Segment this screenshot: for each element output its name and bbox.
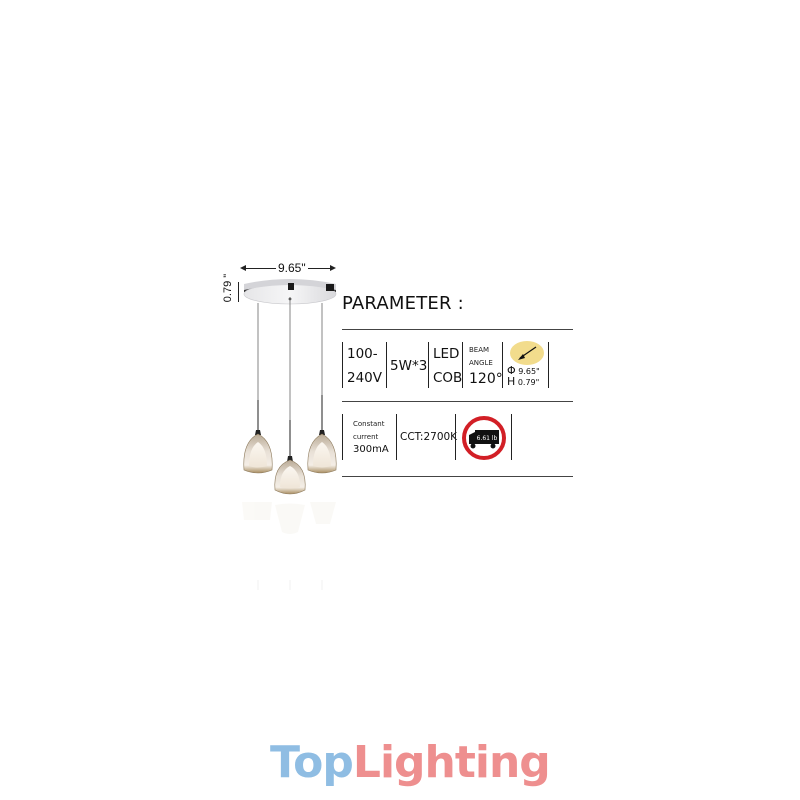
arrow-left-icon (240, 265, 246, 271)
voltage-line1: 100- (347, 346, 378, 362)
cell-divider (462, 342, 463, 388)
cct-value: CCT:2700K (400, 431, 458, 443)
cell-divider (386, 342, 387, 388)
no-truck-weight-icon: 6.61 lb (462, 416, 506, 460)
cell-divider (428, 342, 429, 388)
diameter-symbol: Φ (507, 364, 516, 377)
driver-current: 300mA (353, 444, 389, 455)
size-height: H 0.79" (507, 375, 539, 390)
arrow-right-icon (330, 265, 336, 271)
canopy (243, 279, 337, 305)
brand-part-lighting: Lighting (352, 737, 551, 788)
light-source-line2: COB (433, 370, 463, 386)
cell-divider (511, 414, 512, 460)
brand-part-top: Top (270, 737, 354, 788)
pendant-shade-left (243, 430, 273, 474)
power-value: 5W*3 (390, 358, 428, 374)
cell-divider (396, 414, 397, 460)
light-source-line1: LED (433, 346, 460, 362)
divider-top (342, 329, 573, 330)
beam-angle-value: 120° (469, 371, 503, 387)
width-label: 9.65" (276, 260, 308, 276)
height-symbol: H (507, 375, 516, 388)
pendant-lamp-illustration (242, 279, 337, 590)
brand-logo: TopLighting (270, 733, 551, 793)
dimension-tick (238, 282, 239, 302)
cell-divider (342, 414, 343, 460)
cell-divider (455, 414, 456, 460)
beam-label-2: ANGLE (469, 359, 493, 367)
divider-bottom (342, 476, 573, 477)
beam-label-1: BEAM (469, 346, 490, 354)
cell-divider (502, 342, 503, 388)
driver-line2: current (353, 433, 379, 441)
beam-arrow-icon (518, 346, 537, 360)
driver-line1: Constant (353, 420, 385, 428)
svg-text:6.61 lb: 6.61 lb (477, 435, 498, 442)
cell-divider (548, 342, 549, 388)
size-diameter: Φ 9.65" (507, 364, 540, 379)
reflection (242, 502, 336, 534)
width-dimension: 9.65" (240, 260, 336, 276)
parameter-title: PARAMETER : (342, 293, 464, 314)
voltage-line2: 240V (347, 370, 383, 386)
pendant-shade-right (307, 430, 337, 474)
height-value: 0.79" (517, 378, 540, 387)
cell-divider (342, 342, 343, 388)
divider-middle (342, 401, 573, 402)
pendant-shade-center (274, 456, 306, 495)
diameter-value: 9.65" (518, 367, 540, 376)
height-dimension: 0.79 " (222, 270, 240, 306)
